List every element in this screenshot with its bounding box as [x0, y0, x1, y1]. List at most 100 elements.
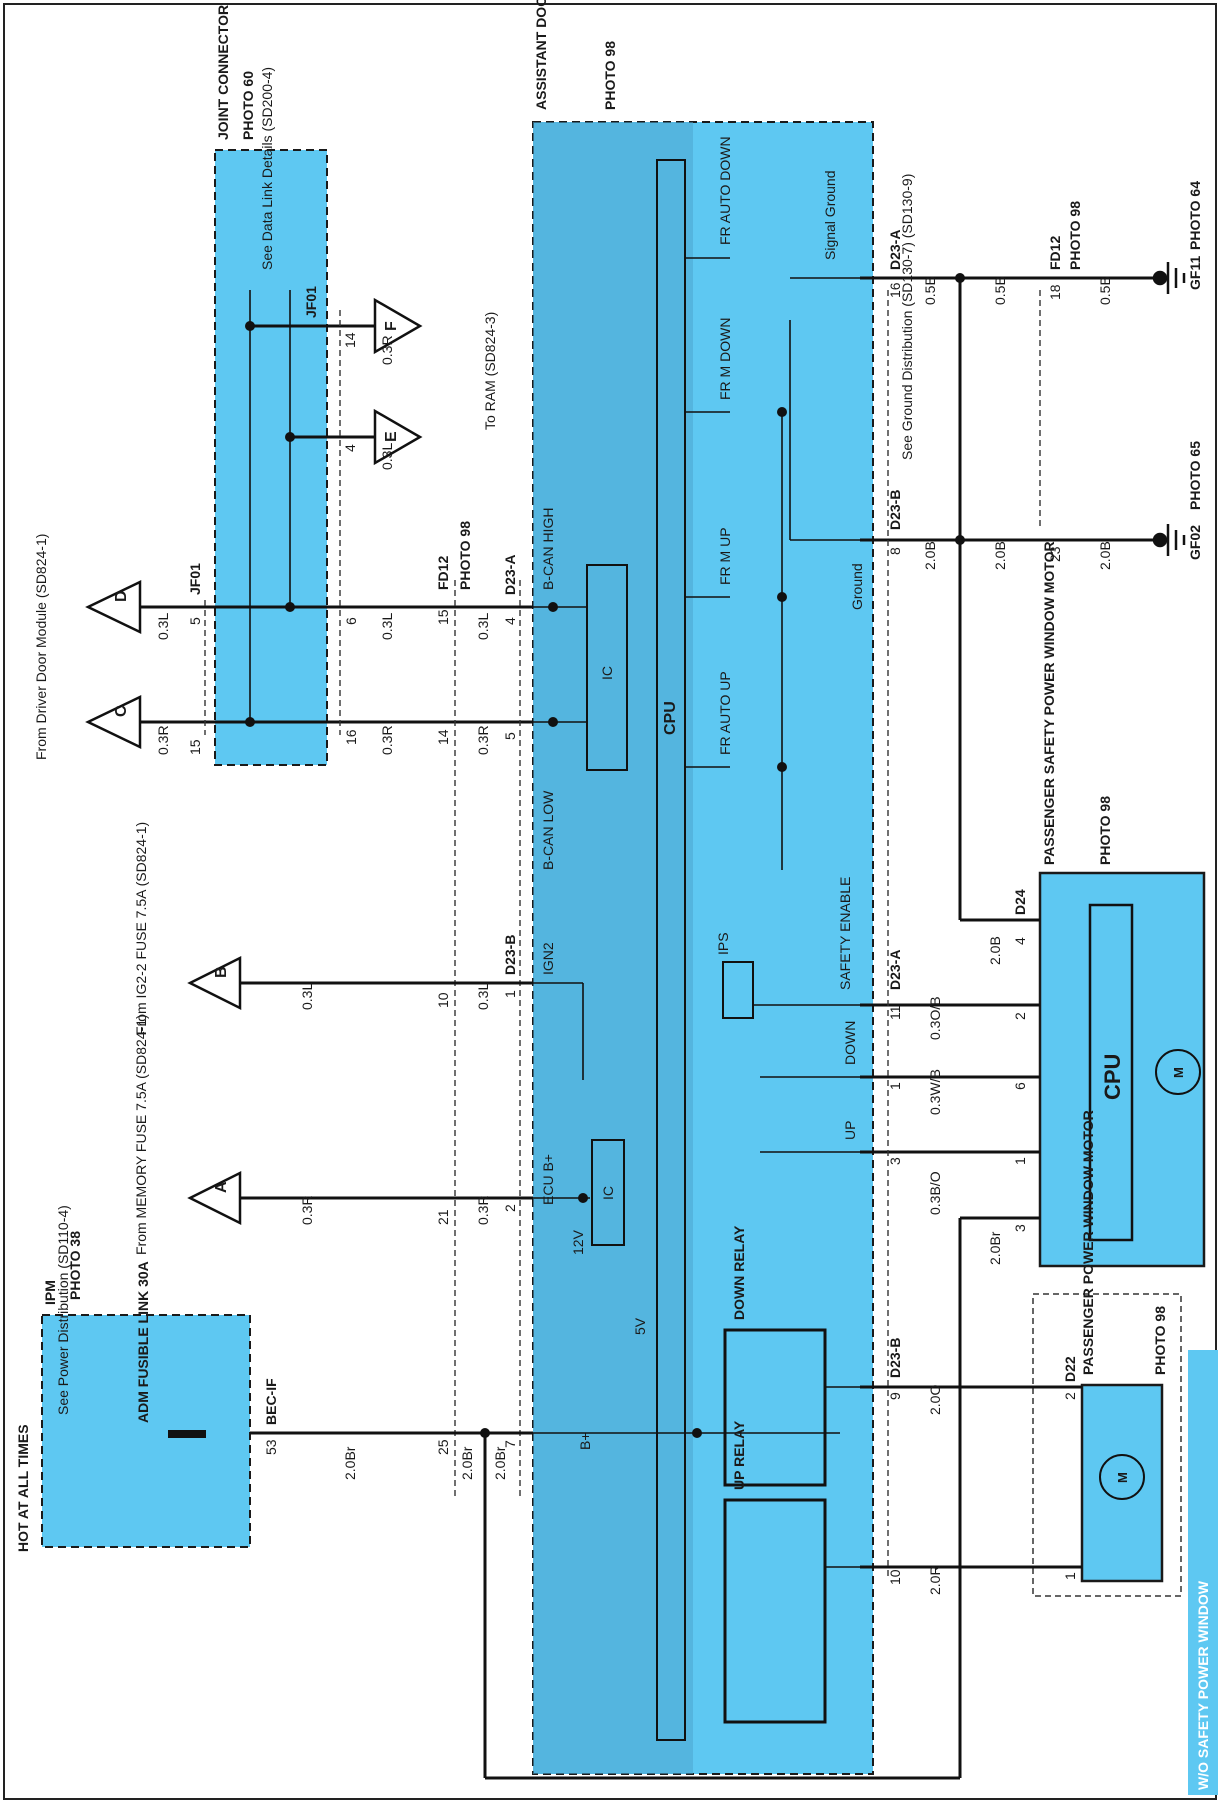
w-low: 0.3R [379, 725, 395, 755]
ground-note: See Ground Distribution (SD130-7) (SD130… [899, 174, 915, 460]
pin16: 16 [343, 729, 359, 745]
w-high: 0.3L [379, 613, 395, 640]
w-e: 0.3L [379, 443, 395, 470]
down-relay-label: DOWN RELAY [731, 1225, 747, 1320]
pin4-ram: 4 [342, 444, 358, 452]
gf11-label: GF11 [1187, 256, 1203, 290]
pin2-sm: 2 [1012, 1012, 1028, 1020]
pin14-ram: 14 [342, 332, 358, 348]
bec-if-label: BEC-IF [263, 1378, 279, 1425]
w-bec3: 2.0Br [492, 1446, 508, 1480]
ground-label: Ground [849, 563, 865, 610]
w-d24: 2.0B [987, 936, 1003, 965]
tri-b-letter: B [213, 966, 230, 978]
fd12-photo: PHOTO 98 [457, 521, 473, 590]
safety-motor-cpu-block [1088, 903, 1134, 1242]
w-bec: 2.0Br [342, 1446, 358, 1480]
ipm-note: See Power Distribution (SD110-4) [55, 1205, 71, 1415]
ecu-bplus: ECU B+ [540, 1154, 556, 1205]
sw-m-up: FR M UP [717, 527, 733, 585]
pin3-sm: 3 [1012, 1224, 1028, 1232]
pin23: 23 [1047, 546, 1063, 562]
memory-source: From MEMORY FUSE 7.5A (SD824-1) [133, 1014, 149, 1255]
fuse-label: ADM FUSIBLE LINK 30A [135, 1261, 151, 1423]
w-gb1: 2.0B [922, 541, 938, 570]
adm-cpu: CPU [662, 701, 679, 735]
w-c: 0.3R [155, 725, 171, 755]
pin53: 53 [263, 1439, 279, 1455]
joint-title: JOINT CONNECTOR [215, 5, 231, 140]
can-ic: IC [599, 666, 615, 680]
power-motor-box [1080, 1383, 1164, 1583]
pin2-pm: 2 [1062, 1392, 1078, 1400]
tri-b-icon [187, 955, 242, 1011]
photo64-label: PHOTO 64 [1187, 181, 1203, 250]
w-gb2: 2.0B [992, 541, 1008, 570]
power-motor-m-icon [1099, 1454, 1145, 1500]
pin10-ig: 10 [435, 992, 451, 1008]
w-memb: 0.3R [475, 1195, 491, 1225]
signal-ground: Signal Ground [822, 170, 838, 260]
w-ig2: 0.3L [299, 983, 315, 1010]
w-safety: 0.3O/B [927, 996, 943, 1040]
d23a-ground: D23-A [887, 230, 903, 270]
adm-cpu-bar [656, 159, 686, 1741]
sw-auto-down: FR AUTO DOWN [717, 136, 733, 245]
safety-motor-m-icon [1155, 1049, 1201, 1095]
w-g3: 0.5B [1097, 276, 1113, 305]
w-bec2: 2.0Br [459, 1446, 475, 1480]
w-g1: 0.5B [922, 276, 938, 305]
tri-a-letter: A [213, 1181, 230, 1193]
pin1-sm: 1 [1012, 1157, 1028, 1165]
d22-label: D22 [1062, 1356, 1078, 1382]
gf02-label: GF02 [1187, 525, 1203, 560]
tri-d-icon [85, 580, 142, 634]
ram-target: To RAM (SD824-3) [482, 312, 498, 430]
w-up: 0.3B/O [927, 1171, 943, 1215]
w-mem: 0.3R [299, 1195, 315, 1225]
w-relay-down: 2.0O [927, 1385, 943, 1415]
up-relay-label: UP RELAY [731, 1420, 747, 1490]
ign2-label: IGN2 [540, 942, 556, 975]
pin1-down: 1 [887, 1082, 903, 1090]
sm-photo: PHOTO 98 [1097, 796, 1113, 865]
fd12-ground: FD12 [1047, 236, 1063, 270]
bplus-label: B+ [577, 1432, 593, 1450]
pin2-mem: 2 [502, 1204, 518, 1212]
pin16-g: 16 [887, 282, 903, 298]
sm-cpu: CPU [1100, 1054, 1125, 1100]
module-shade-band [533, 122, 693, 1774]
up-relay-box [723, 1498, 827, 1724]
ipm-title: IPM [42, 1280, 58, 1305]
pin18: 18 [1047, 284, 1063, 300]
pin9: 9 [887, 1392, 903, 1400]
tri-e-icon [373, 408, 423, 466]
pin25: 25 [435, 1439, 451, 1455]
pm-m: M [1115, 1472, 1130, 1483]
jf01-lower: JF01 [187, 563, 203, 595]
pm-photo: PHOTO 98 [1152, 1306, 1168, 1375]
w-sm-bplus: 2.0Br [987, 1231, 1003, 1265]
bcan-high: B-CAN HIGH [540, 508, 556, 590]
d23a-can: D23-A [502, 555, 518, 595]
joint-connector-box [214, 149, 328, 766]
pin8: 8 [887, 547, 903, 555]
pin14-fd: 14 [435, 729, 451, 745]
up-signal: UP [842, 1121, 858, 1140]
w-g2: 0.5B [992, 276, 1008, 305]
w-high2: 0.3L [475, 613, 491, 640]
d23b-relay: D23-B [887, 1338, 903, 1378]
pin10-relay: 10 [887, 1569, 903, 1585]
w-down: 0.3W/B [927, 1069, 943, 1115]
power-ic: IC [600, 1186, 616, 1200]
pin5-jf: 5 [187, 617, 203, 625]
safety-label: SAFETY ENABLE [837, 877, 853, 990]
hot-label: HOT AT ALL TIMES [15, 1424, 31, 1552]
pm-title: PASSENGER POWER WINDOW MOTOR [1080, 1110, 1096, 1375]
ipm-photo: PHOTO 38 [67, 1231, 83, 1300]
pin15-jf: 15 [187, 739, 203, 755]
sm-m: M [1171, 1067, 1186, 1078]
tri-d-letter: D [113, 590, 130, 602]
v5-label: 5V [632, 1317, 648, 1335]
pin15-fd: 15 [435, 609, 451, 625]
